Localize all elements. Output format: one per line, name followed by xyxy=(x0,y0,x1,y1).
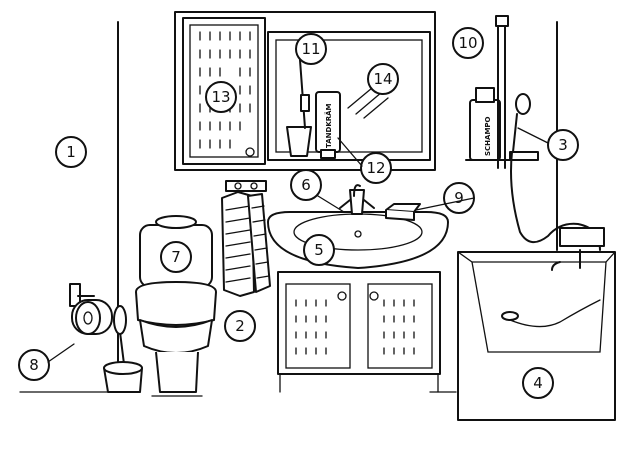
callout-5: 5 xyxy=(314,241,324,259)
callout-13: 13 xyxy=(211,88,230,106)
sink-vanity xyxy=(268,212,448,392)
callout-3: 3 xyxy=(558,136,568,154)
callout-4: 4 xyxy=(533,374,543,392)
callout-14: 14 xyxy=(373,70,392,88)
callout-11: 11 xyxy=(301,40,320,58)
shampoo-label: SCHAMPO xyxy=(484,116,492,156)
callout-12: 12 xyxy=(366,159,385,177)
toothpaste-tube: TANDKRÄM xyxy=(316,92,340,158)
faucet xyxy=(340,185,374,214)
callout-2: 2 xyxy=(235,317,245,335)
callout-9: 9 xyxy=(454,189,464,207)
callout-6: 6 xyxy=(301,176,311,194)
toilet-paper xyxy=(70,284,112,334)
hand-shower xyxy=(511,94,600,250)
toothpaste-label: TANDKRÄM xyxy=(324,103,333,148)
soap xyxy=(386,204,420,220)
callout-7: 7 xyxy=(171,248,181,266)
callout-10: 10 xyxy=(458,34,477,52)
callout-1: 1 xyxy=(66,143,76,161)
towels xyxy=(222,181,270,296)
callout-8: 8 xyxy=(29,356,39,374)
